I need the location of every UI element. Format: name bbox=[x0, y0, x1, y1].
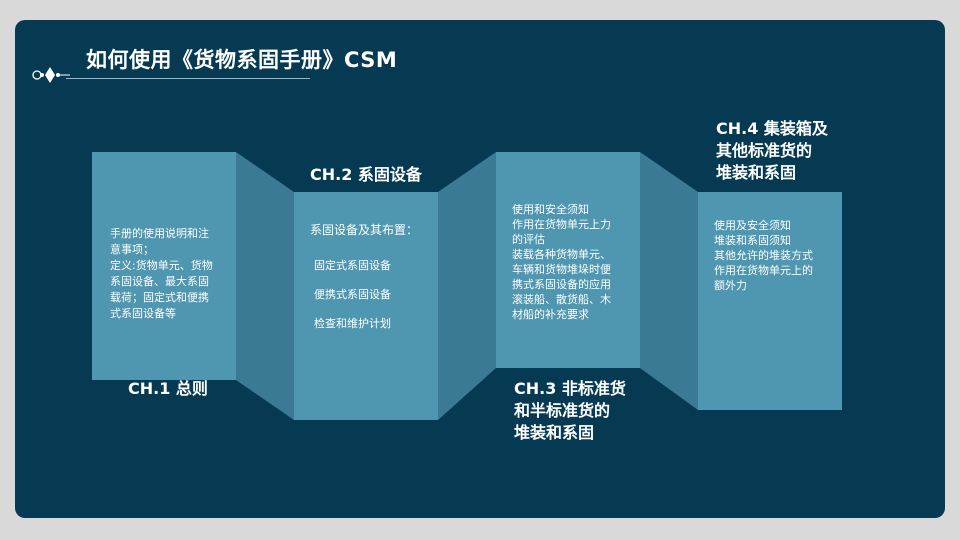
ch3-line: 携式系固设备的应用 bbox=[512, 278, 611, 291]
fold-3-4 bbox=[640, 152, 698, 410]
ch3-line: 装载各种货物单元、 bbox=[512, 248, 611, 261]
ch3-line: 使用和安全须知 bbox=[512, 203, 589, 216]
ch2-line: 固定式系固设备 bbox=[314, 259, 391, 272]
ch4-body: 使用及安全须知 堆装和系固须知 其他允许的堆装方式 作用在货物单元上的 额外力 bbox=[714, 218, 834, 293]
ch4-line: 额外力 bbox=[714, 279, 747, 292]
ch4-heading-line: CH.4 集装箱及 bbox=[716, 119, 828, 138]
ch1-line: 手册的使用说明和注 bbox=[110, 227, 209, 240]
ch1-body: 手册的使用说明和注 意事项； 定义:货物单元、货物 系固设备、最大系固 载荷；固… bbox=[110, 226, 230, 322]
ch3-heading: CH.3 非标准货 和半标准货的 堆装和系固 bbox=[514, 378, 626, 444]
ch3-heading-line: 和半标准货的 bbox=[514, 401, 611, 420]
fold-2-3 bbox=[438, 152, 496, 420]
ch4-line: 作用在货物单元上的 bbox=[714, 264, 813, 277]
ch3-line: 作用在货物单元上力 bbox=[512, 218, 611, 231]
ch4-line: 使用及安全须知 bbox=[714, 219, 791, 232]
ch3-line: 材船的补充要求 bbox=[512, 308, 589, 321]
ch4-heading: CH.4 集装箱及 其他标准货的 堆装和系固 bbox=[716, 118, 828, 184]
ch3-heading-line: CH.3 非标准货 bbox=[514, 379, 626, 398]
fold-1-2 bbox=[236, 152, 294, 420]
ch1-line: 系固设备、最大系固 bbox=[110, 275, 209, 288]
ch4-line: 其他允许的堆装方式 bbox=[714, 249, 813, 262]
ch3-line: 滚装船、散货船、木 bbox=[512, 293, 611, 306]
ch2-line: 检查和维护计划 bbox=[314, 317, 391, 330]
panel-ch4 bbox=[698, 192, 842, 410]
panel-ch1 bbox=[92, 152, 236, 380]
slide-title: 如何使用《货物系固手册》CSM bbox=[86, 48, 398, 72]
ch3-heading-line: 堆装和系固 bbox=[514, 423, 595, 442]
panel-ch2 bbox=[294, 192, 438, 420]
decorative-ornament-icon bbox=[32, 67, 70, 83]
panel-ch3 bbox=[496, 152, 640, 368]
ch3-body: 使用和安全须知 作用在货物单元上力 的评估 装载各种货物单元、 车辆和货物堆垛时… bbox=[512, 202, 637, 322]
ch2-line: 系固设备及其布置： bbox=[310, 223, 419, 237]
ch1-heading: CH.1 总则 bbox=[128, 379, 208, 398]
ch1-line: 定义:货物单元、货物 bbox=[110, 259, 213, 272]
ch2-heading: CH.2 系固设备 bbox=[310, 165, 422, 184]
ch4-line: 堆装和系固须知 bbox=[714, 234, 791, 247]
ch1-line: 式系固设备等 bbox=[110, 307, 176, 320]
ch2-line: 便携式系固设备 bbox=[314, 288, 391, 301]
title-underline bbox=[66, 78, 310, 79]
ch4-heading-line: 堆装和系固 bbox=[716, 163, 797, 182]
ch3-line: 的评估 bbox=[512, 233, 545, 246]
ch4-heading-line: 其他标准货的 bbox=[716, 141, 813, 160]
ch3-line: 车辆和货物堆垛时便 bbox=[512, 263, 611, 276]
ch1-line: 意事项； bbox=[110, 243, 154, 256]
ch1-line: 载荷；固定式和便携 bbox=[110, 291, 209, 304]
